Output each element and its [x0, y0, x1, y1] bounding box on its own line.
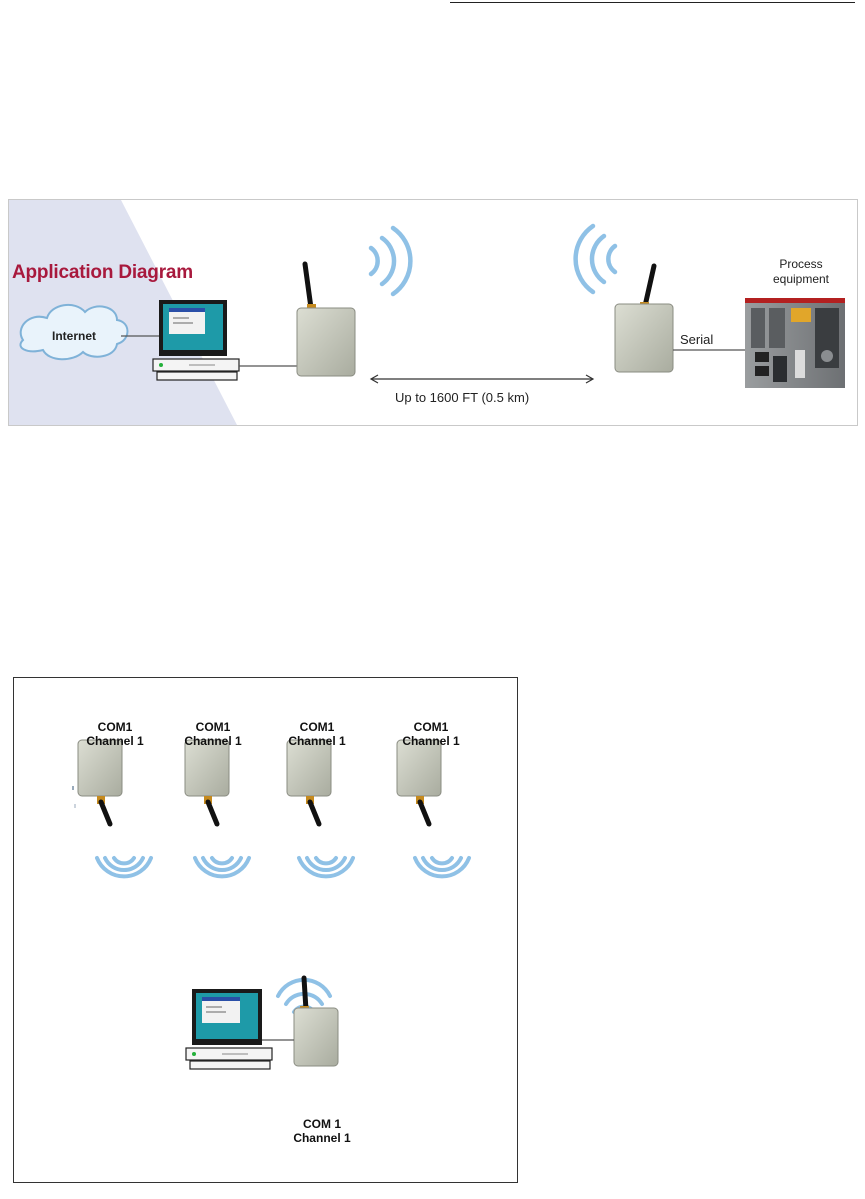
diagram-title: Application Diagram	[12, 262, 193, 283]
radio-modem-icon	[614, 263, 674, 373]
radio-modem-icon	[296, 261, 356, 377]
wireless-signal-icon	[193, 856, 251, 879]
remote-node-label: COM1 Channel 1	[158, 720, 268, 748]
computer-icon	[152, 300, 240, 381]
equipment-label: Process equipment	[751, 257, 851, 287]
base-node-label: COM 1 Channel 1	[267, 1117, 377, 1145]
wireless-signal-icon	[573, 223, 618, 295]
node-channel-label: Channel 1	[288, 734, 346, 748]
equipment-label-line1: Process	[779, 257, 823, 271]
node-com-label: COM 1	[302, 1117, 341, 1131]
network-diagram-art	[72, 678, 471, 1070]
remote-modem-icon	[78, 740, 122, 824]
internet-cloud-icon	[19, 303, 129, 361]
wireless-signal-icon	[297, 856, 355, 879]
remote-node-label: COM1 Channel 1	[262, 720, 372, 748]
node-channel-label: Channel 1	[402, 734, 460, 748]
network-diagram: COM1 Channel 1 COM1 Channel 1 COM1 Chann…	[13, 677, 518, 1183]
serial-label: Serial	[680, 332, 714, 347]
node-com-label: COM1	[299, 720, 335, 734]
node-com-label: COM1	[413, 720, 449, 734]
node-channel-label: Channel 1	[184, 734, 242, 748]
equipment-label-line2: equipment	[772, 272, 830, 286]
distance-label: Up to 1600 FT (0.5 km)	[395, 390, 530, 405]
application-diagram-art	[9, 200, 845, 425]
wireless-signal-icon	[95, 856, 153, 879]
remote-modem-icon	[185, 740, 229, 824]
plc-icon	[745, 298, 845, 388]
node-channel-label: Channel 1	[293, 1131, 351, 1145]
computer-icon	[185, 989, 273, 1070]
node-com-label: COM1	[195, 720, 231, 734]
remote-node-label: COM1 Channel 1	[60, 720, 170, 748]
internet-label: Internet	[52, 329, 97, 343]
remote-modem-icon	[397, 740, 441, 824]
wireless-signal-icon	[413, 856, 471, 879]
node-com-label: COM1	[97, 720, 133, 734]
node-channel-label: Channel 1	[86, 734, 144, 748]
distance-arrow	[369, 374, 595, 384]
wireless-signal-icon	[368, 225, 413, 297]
top-rule	[450, 2, 855, 3]
base-modem-icon	[293, 975, 339, 1067]
application-diagram: Application Diagram Internet Up to 1600 …	[8, 199, 858, 426]
remote-node-label: COM1 Channel 1	[376, 720, 486, 748]
remote-modem-icon	[287, 740, 331, 824]
